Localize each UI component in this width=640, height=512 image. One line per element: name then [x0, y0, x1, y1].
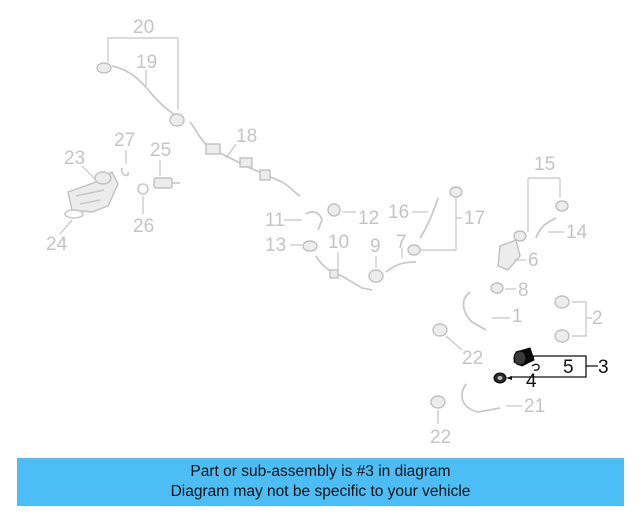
callout-27: 27	[114, 130, 135, 151]
part-16-hose	[412, 186, 463, 239]
callout-22-lower: 22	[430, 427, 451, 448]
part-7-hose	[385, 248, 417, 273]
callout-21: 21	[524, 396, 545, 417]
part-27-clip	[120, 150, 130, 177]
callout-6: 6	[528, 250, 539, 271]
part-13-clamp	[290, 240, 318, 252]
callout-11: 11	[265, 210, 285, 231]
part-10-pipe	[315, 252, 373, 291]
callout-22-upper: 22	[462, 348, 483, 369]
callout-26: 26	[133, 216, 154, 237]
callout-20: 20	[133, 17, 154, 38]
callout-4: 4	[526, 371, 537, 392]
part-1-hose	[462, 291, 510, 331]
callout-5: 5	[563, 357, 574, 378]
callout-10: 10	[328, 232, 349, 253]
part-21-hose	[461, 383, 522, 413]
callout-8: 8	[518, 280, 529, 301]
banner-line-2: Diagram may not be specific to your vehi…	[170, 483, 471, 500]
part-20-19-hose-assembly	[96, 37, 185, 127]
part-22-clamp-upper	[432, 323, 463, 351]
part-3-highlighted-assembly	[493, 347, 598, 384]
part-23-thermostat-housing	[67, 165, 119, 213]
part-24-gasket	[59, 209, 84, 235]
part-2-clamps	[554, 295, 592, 343]
banner-line-1: Part or sub-assembly is #3 in diagram	[190, 463, 451, 480]
info-banner: Part or sub-assembly is #3 in diagram Di…	[17, 458, 624, 506]
callout-2: 2	[592, 308, 603, 329]
part-12-clamp	[327, 203, 356, 217]
callout-24: 24	[46, 234, 68, 255]
callout-9: 9	[370, 236, 381, 257]
part-26-washer	[137, 183, 149, 214]
callout-19: 19	[136, 52, 157, 73]
part-15-clamps	[513, 177, 569, 242]
callout-13: 13	[265, 235, 286, 256]
callout-1: 1	[512, 306, 523, 327]
callout-17: 17	[464, 208, 485, 229]
part-18-coolant-pipe	[189, 121, 301, 197]
callout-15: 15	[534, 154, 555, 175]
callout-7: 7	[396, 232, 407, 253]
part-14-hose	[535, 217, 564, 239]
part-11-hose	[284, 211, 323, 231]
part-17-bracket	[407, 198, 462, 256]
callout-16: 16	[388, 202, 409, 223]
part-22-clamp-lower	[430, 395, 446, 424]
callout-12: 12	[358, 208, 379, 229]
part-25-sensor	[153, 160, 180, 189]
part-6-fitting	[497, 239, 526, 271]
part-9-clamp	[368, 256, 384, 283]
parts-diagram: 20 19 18 27 25 26 23 24	[46, 17, 609, 448]
part-8-clamp	[490, 282, 516, 294]
callout-14: 14	[566, 222, 588, 243]
callout-25: 25	[150, 140, 171, 161]
callout-3: 3	[598, 357, 609, 378]
callout-18: 18	[236, 126, 257, 147]
callout-23: 23	[64, 148, 85, 169]
